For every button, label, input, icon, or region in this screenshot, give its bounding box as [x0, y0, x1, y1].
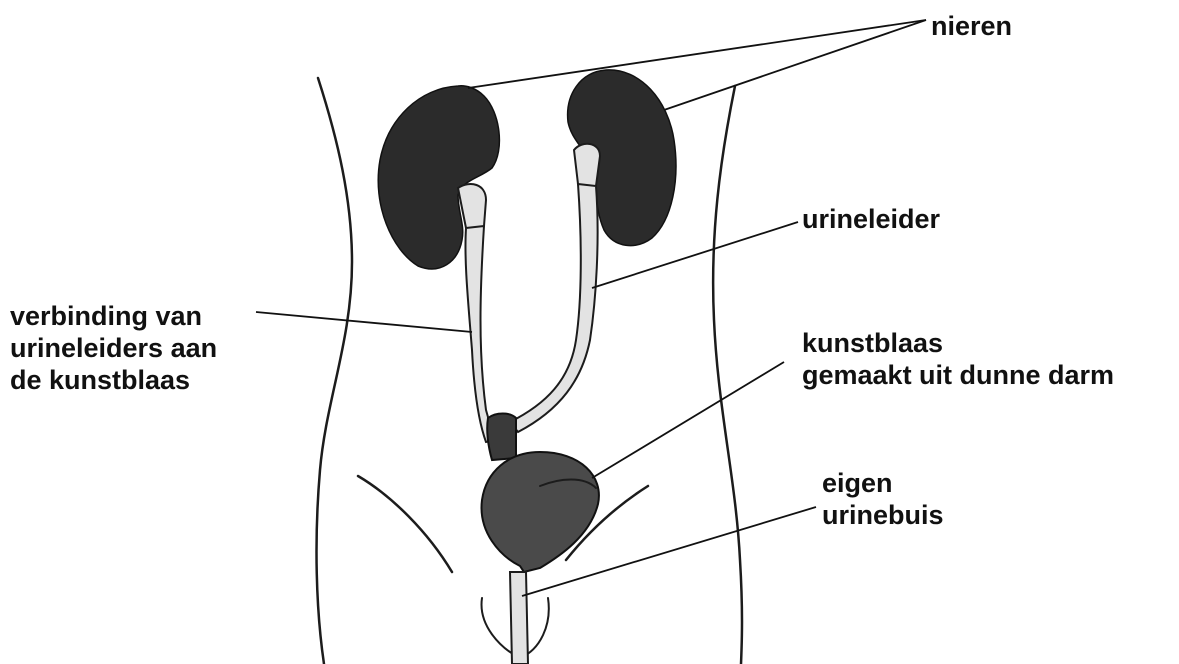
label-kunstblaas-line-1: kunstblaas	[802, 327, 1114, 359]
label-urinebuis-line-1: eigen	[822, 467, 944, 499]
urethra	[510, 572, 528, 664]
label-urinebuis: eigen urinebuis	[822, 467, 944, 531]
leader-nieren-left	[468, 20, 926, 88]
label-urineleider: urineleider	[802, 203, 940, 235]
label-nieren: nieren	[931, 10, 1012, 42]
label-nieren-text: nieren	[931, 10, 1012, 42]
label-urinebuis-line-2: urinebuis	[822, 499, 944, 531]
artificial-bladder	[482, 452, 599, 572]
label-kunstblaas: kunstblaas gemaakt uit dunne darm	[802, 327, 1114, 391]
ureter-left	[465, 226, 496, 442]
leader-kunstblaas	[592, 362, 784, 478]
label-verbinding: verbinding van urineleiders aan de kunst…	[10, 300, 217, 396]
label-verbinding-line-2: urineleiders aan	[10, 332, 217, 364]
body-outline-right	[713, 86, 742, 664]
label-verbinding-line-1: verbinding van	[10, 300, 217, 332]
leader-verbinding	[256, 312, 472, 332]
ureter-junction	[487, 414, 516, 461]
label-urineleider-text: urineleider	[802, 203, 940, 235]
label-verbinding-line-3: de kunstblaas	[10, 364, 217, 396]
label-kunstblaas-line-2: gemaakt uit dunne darm	[802, 359, 1114, 391]
ureter-right	[510, 184, 598, 432]
groin-line-left	[358, 476, 452, 572]
leader-nieren-right	[664, 20, 926, 110]
body-outline-left	[317, 78, 352, 664]
